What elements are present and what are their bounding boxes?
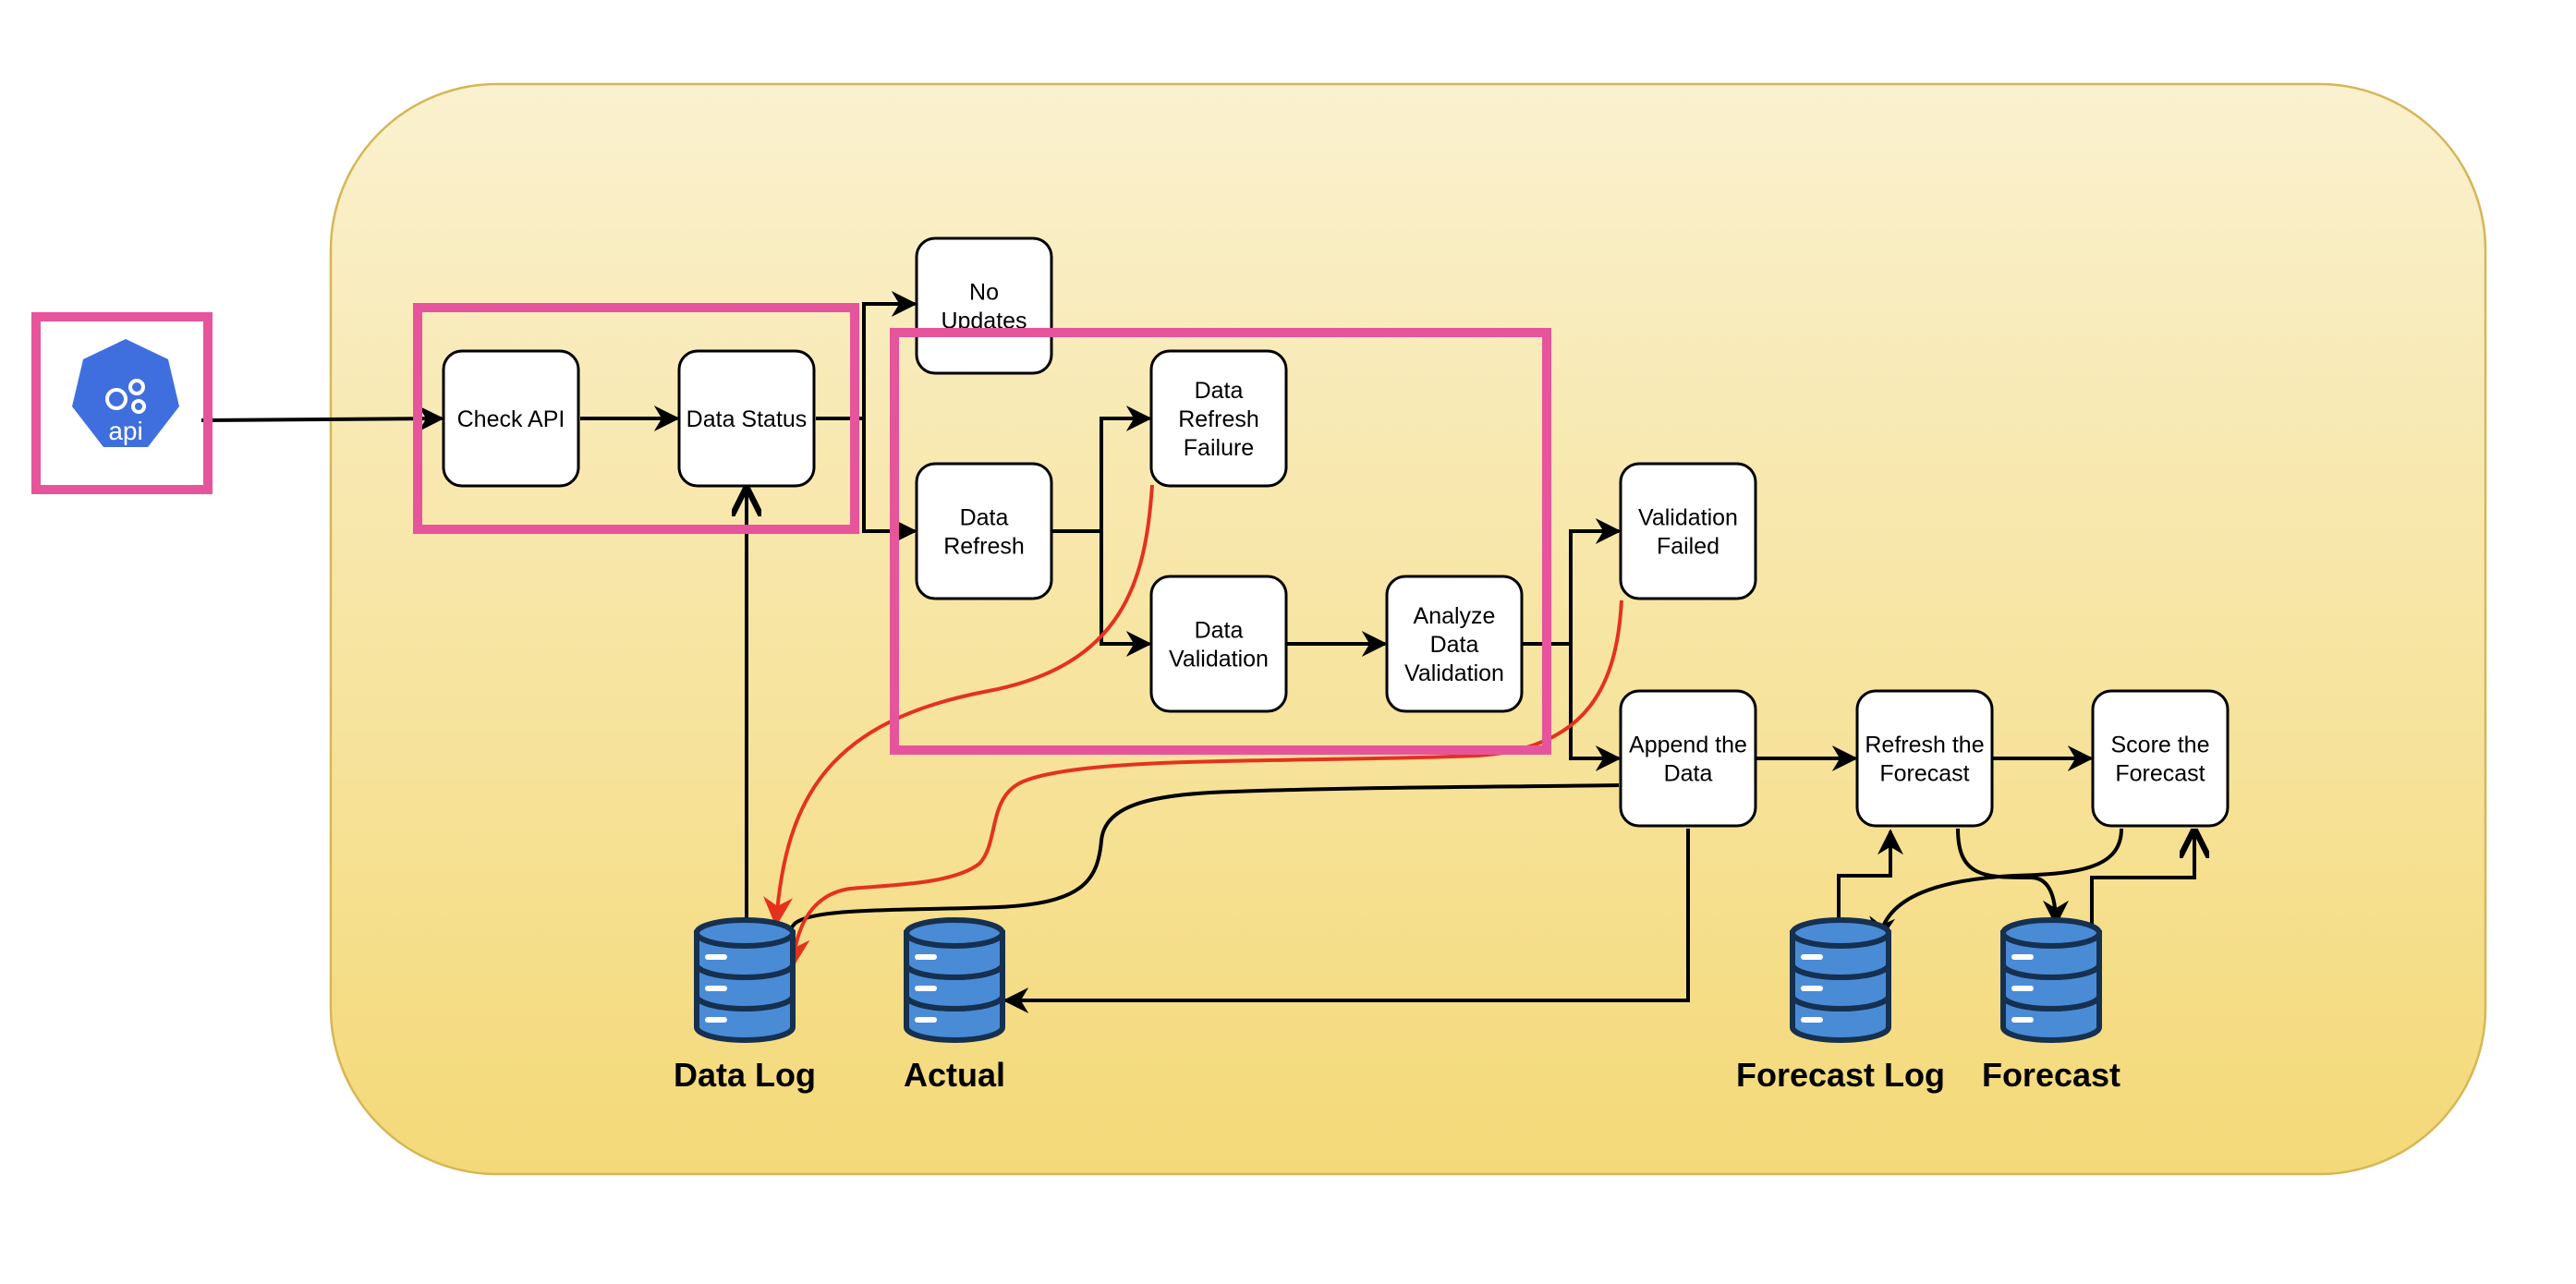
edge-append-to-actual bbox=[1002, 829, 1690, 1013]
database-icon-actual: Actual bbox=[904, 917, 1005, 1094]
node-label: Refresh the bbox=[1865, 733, 1984, 758]
edge-validation-failed-to-data-log bbox=[780, 600, 1623, 969]
node-label: Refresh bbox=[1178, 406, 1259, 432]
node-label: Analyze bbox=[1414, 603, 1496, 629]
edge-failure-to-data-log bbox=[763, 484, 1154, 927]
node-label: Data bbox=[1430, 632, 1479, 658]
node-box bbox=[442, 349, 580, 488]
node-label: Append the bbox=[1629, 733, 1747, 758]
node-box bbox=[1619, 689, 1757, 828]
node-label: Data Status bbox=[687, 406, 808, 432]
highlight-box-check-status bbox=[413, 303, 859, 534]
highlight-box-refresh-validation bbox=[890, 328, 1551, 755]
node-check-api: Check API bbox=[442, 349, 580, 488]
api-highlight-box bbox=[31, 312, 213, 494]
node-label: Validation bbox=[1638, 505, 1738, 531]
node-label: Forecast bbox=[2115, 761, 2205, 787]
node-label: Check API bbox=[457, 406, 565, 432]
node-box bbox=[1855, 689, 1994, 828]
edge-refresh-to-forecast bbox=[1956, 828, 2069, 927]
edge-data-status-to-no-updates bbox=[816, 291, 917, 420]
databases: Data Log Actual Forecast Log Forecast bbox=[674, 917, 2120, 1094]
database-label: Data Log bbox=[674, 1056, 816, 1094]
error-connectors bbox=[763, 484, 1623, 969]
node-label: No bbox=[969, 280, 999, 306]
edge-forecast-log-to-refresh bbox=[1837, 829, 1903, 933]
node-label: Failed bbox=[1657, 534, 1719, 560]
edge-analyze-to-append bbox=[1569, 644, 1622, 771]
edge-data-refresh-to-validation bbox=[1100, 531, 1152, 657]
node-label: Score the bbox=[2110, 733, 2209, 758]
database-label: Actual bbox=[904, 1056, 1005, 1094]
node-label: Refresh bbox=[943, 534, 1025, 560]
api-icon: api bbox=[31, 312, 213, 494]
database-icon-forecast-log: Forecast Log bbox=[1736, 917, 1945, 1094]
node-label: Validation bbox=[1404, 660, 1504, 686]
node-label: Data bbox=[1195, 618, 1244, 644]
node-label: Data bbox=[1664, 761, 1713, 787]
node-label: Data bbox=[1195, 378, 1244, 404]
edge-forecast-to-score bbox=[2090, 831, 2194, 924]
node-box bbox=[2091, 689, 2230, 828]
node-box bbox=[1619, 462, 1757, 600]
database-label: Forecast bbox=[1982, 1056, 2120, 1094]
edge-api-to-check-api bbox=[200, 406, 444, 432]
database-label: Forecast Log bbox=[1736, 1056, 1945, 1094]
node-label: Data bbox=[960, 505, 1009, 531]
node-box bbox=[1149, 575, 1288, 713]
edge-data-refresh-to-failure bbox=[1052, 406, 1152, 533]
database-icon-data-log: Data Log bbox=[674, 917, 816, 1094]
node-box bbox=[915, 236, 1053, 375]
node-box bbox=[1149, 349, 1288, 488]
node-label: Failure bbox=[1184, 435, 1254, 461]
node-data-status: Data Status bbox=[677, 349, 816, 488]
gear-icon bbox=[105, 379, 146, 414]
node-box bbox=[1385, 575, 1524, 713]
node-label: Validation bbox=[1169, 647, 1269, 672]
edge-score-to-forecast-log bbox=[1869, 828, 2123, 943]
api-icon-label: api bbox=[108, 417, 142, 445]
node-box bbox=[677, 349, 816, 488]
edge-append-to-data-log bbox=[773, 783, 1620, 980]
node-box bbox=[915, 462, 1053, 600]
database-icon-forecast: Forecast bbox=[1982, 917, 2120, 1094]
node-label: Forecast bbox=[1879, 761, 1969, 787]
